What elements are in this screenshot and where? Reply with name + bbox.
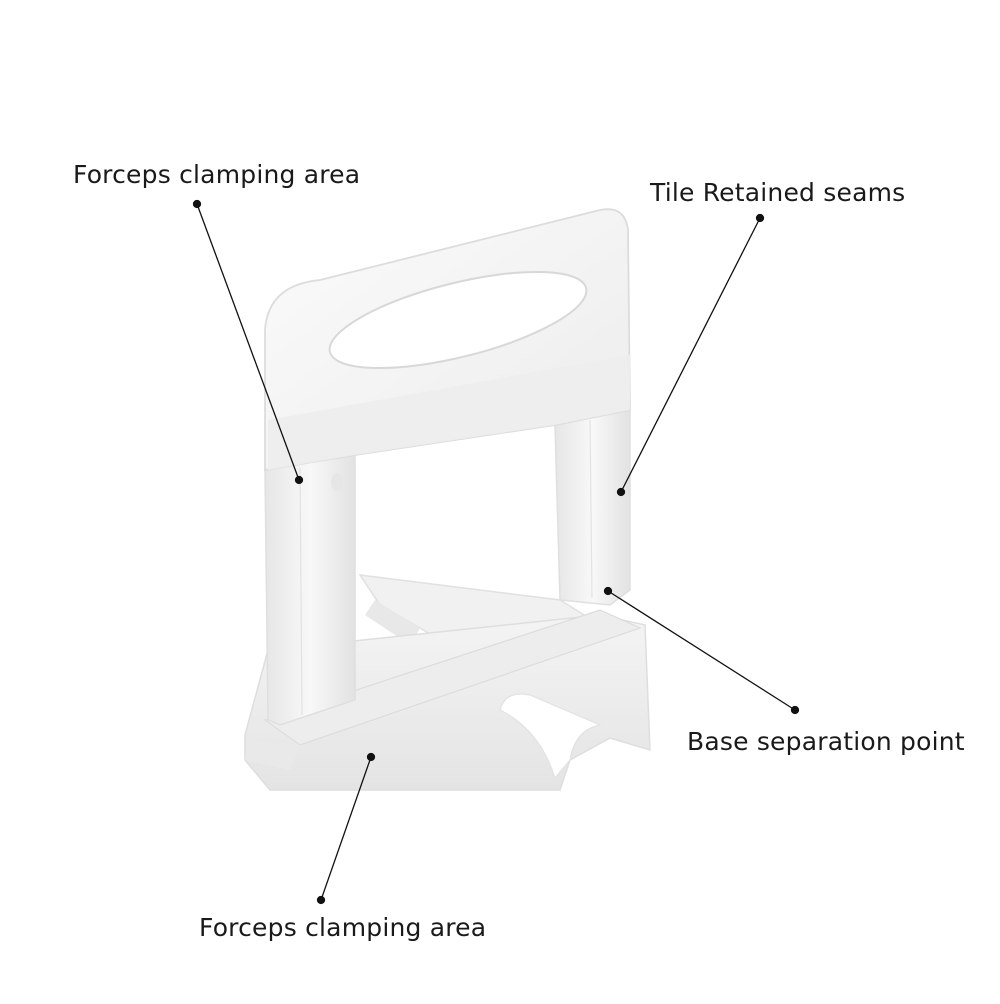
callout-label-forceps-clamping-bottom: Forceps clamping area xyxy=(199,913,487,942)
top-handle xyxy=(264,208,631,491)
leader-line-top-right xyxy=(620,217,761,493)
leader-line-top-left xyxy=(196,203,300,481)
left-leg xyxy=(264,454,356,726)
callout-label-tile-retained-seams: Tile Retained seams xyxy=(650,178,906,207)
leader-dot-top-right-end xyxy=(616,487,626,497)
leader-dot-top-left-start xyxy=(192,199,202,209)
leader-dot-mid-right-end xyxy=(790,705,800,715)
leader-line-mid-right xyxy=(607,590,796,711)
right-leg xyxy=(554,409,631,606)
leader-dot-bottom-start xyxy=(366,752,376,762)
leader-dot-mid-right-start xyxy=(603,586,613,596)
callout-label-base-separation-point: Base separation point xyxy=(687,727,965,756)
leader-dot-top-left-end xyxy=(294,475,304,485)
leader-lines xyxy=(192,199,800,905)
leader-dot-bottom-end xyxy=(316,895,326,905)
callout-label-forceps-clamping-top: Forceps clamping area xyxy=(73,160,361,189)
leader-dot-top-right-start xyxy=(755,213,765,223)
leader-line-bottom xyxy=(320,756,372,901)
